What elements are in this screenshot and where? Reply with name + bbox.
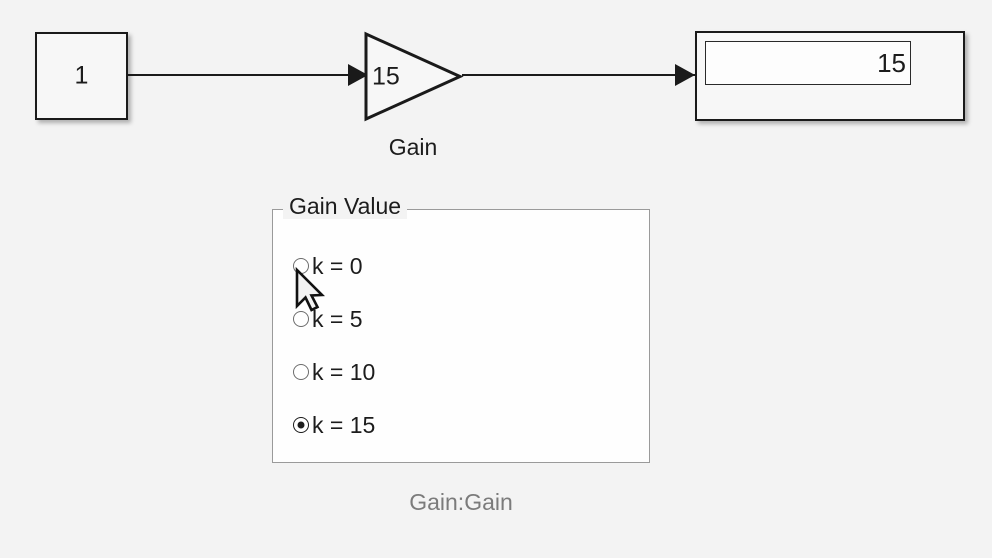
radio-option-k5[interactable]: k = 5 [293,304,363,334]
constant-block-value: 1 [74,61,89,90]
radio-button-icon[interactable] [293,364,309,380]
display-block-readout: 15 [705,41,911,85]
radio-option-label: k = 5 [312,305,363,332]
signal-line-constant-to-gain[interactable] [128,74,350,76]
display-block-value: 15 [877,48,906,78]
radio-button-icon[interactable] [293,258,309,274]
radio-option-label: k = 10 [312,358,376,385]
constant-block[interactable]: 1 [35,32,128,120]
gain-value-panel: k = 0 k = 5 k = 10 k = 15 [272,209,650,463]
radio-option-k0[interactable]: k = 0 [293,251,363,281]
signal-arrow-icon [675,64,695,86]
radio-option-k10[interactable]: k = 10 [293,357,375,387]
radio-option-k15[interactable]: k = 15 [293,410,375,440]
radio-option-label: k = 0 [312,252,363,279]
gain-block-value: 15 [372,62,400,90]
display-block[interactable]: 15 [695,31,965,121]
gain-value-panel-legend: Gain Value [283,193,408,220]
signal-arrow-icon [348,64,368,86]
signal-line-gain-to-display[interactable] [462,74,697,76]
panel-caption: Gain:Gain [409,489,513,515]
radio-button-icon[interactable] [293,417,309,433]
gain-block[interactable]: 15 [364,31,464,122]
gain-block-label: Gain [388,134,438,160]
gain-triangle-icon [364,31,464,122]
radio-button-icon[interactable] [293,311,309,327]
radio-option-label: k = 15 [312,411,376,438]
